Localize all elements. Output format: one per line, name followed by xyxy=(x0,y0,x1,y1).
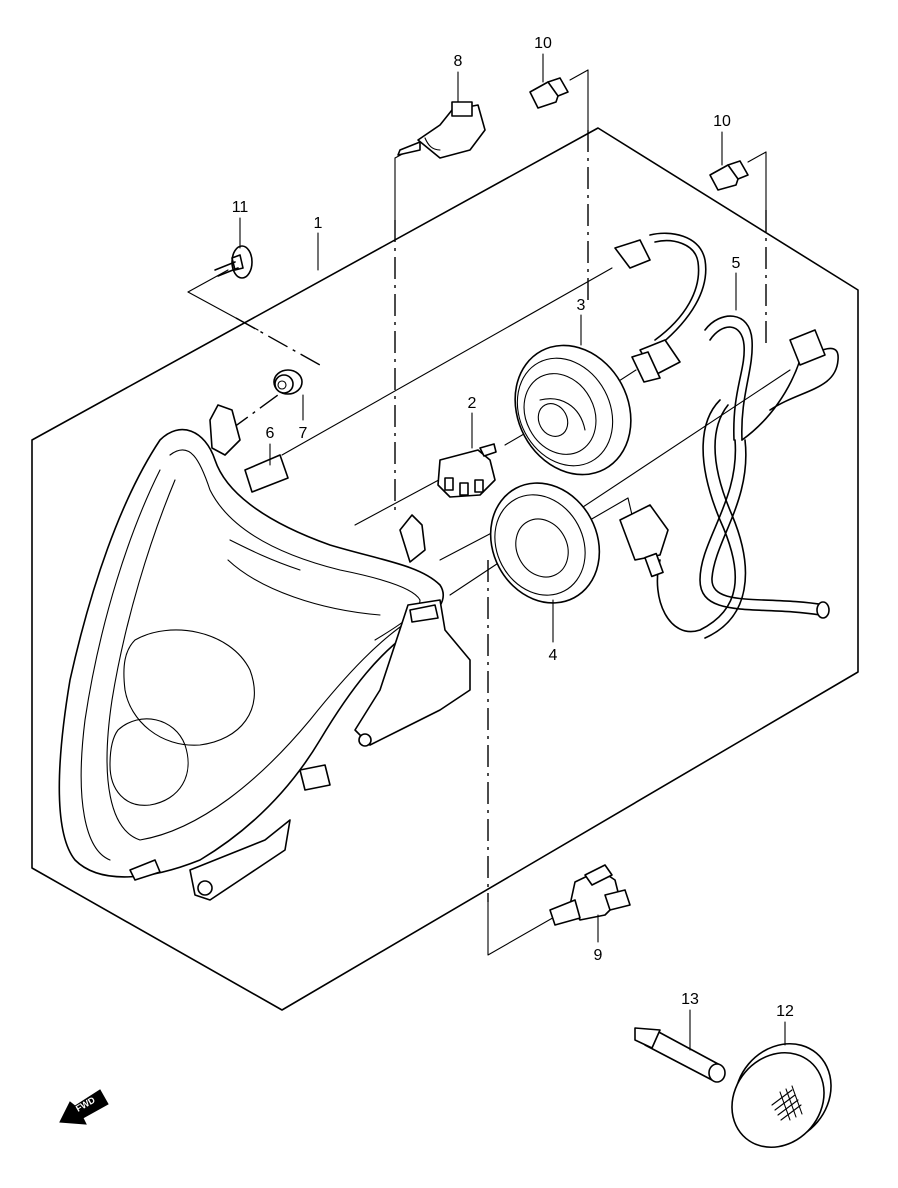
headlamp-housing xyxy=(58,404,471,901)
position-bulb-right xyxy=(709,160,749,191)
callout-13: 13 xyxy=(681,991,699,1008)
screw-washer xyxy=(214,245,253,279)
headlamp-socket xyxy=(437,443,497,498)
callout-8: 8 xyxy=(454,53,463,70)
callout-10-top: 10 xyxy=(534,35,552,52)
callout-labels: 1 2 3 4 5 6 7 8 9 10 10 11 12 13 xyxy=(232,35,794,1051)
bracket-lines xyxy=(187,69,767,956)
headlamp-cap-upper xyxy=(514,344,632,476)
callout-2: 2 xyxy=(468,395,477,412)
stud-bolt xyxy=(634,1027,726,1083)
callout-1: 1 xyxy=(314,215,323,232)
callout-6: 6 xyxy=(266,425,275,442)
callout-12: 12 xyxy=(776,1003,794,1020)
callout-4: 4 xyxy=(549,647,558,664)
grommet xyxy=(273,369,303,395)
headlamp-cap-lower xyxy=(489,482,601,604)
callout-3: 3 xyxy=(577,297,586,314)
wiring-harness xyxy=(614,232,839,639)
assembly-frame xyxy=(31,127,859,1011)
position-bulb-top xyxy=(529,77,569,109)
lens-cap xyxy=(731,1042,832,1149)
label-plate xyxy=(244,454,289,493)
callout-11: 11 xyxy=(232,199,249,216)
callout-5: 5 xyxy=(732,255,741,272)
headlamp-bulb-lower xyxy=(549,864,631,926)
callout-10-right: 10 xyxy=(713,113,731,130)
callout-9: 9 xyxy=(594,947,603,964)
fwd-arrow-icon: FWD xyxy=(59,1089,109,1125)
headlamp-bulb-upper xyxy=(397,101,486,159)
callout-7: 7 xyxy=(299,425,308,442)
